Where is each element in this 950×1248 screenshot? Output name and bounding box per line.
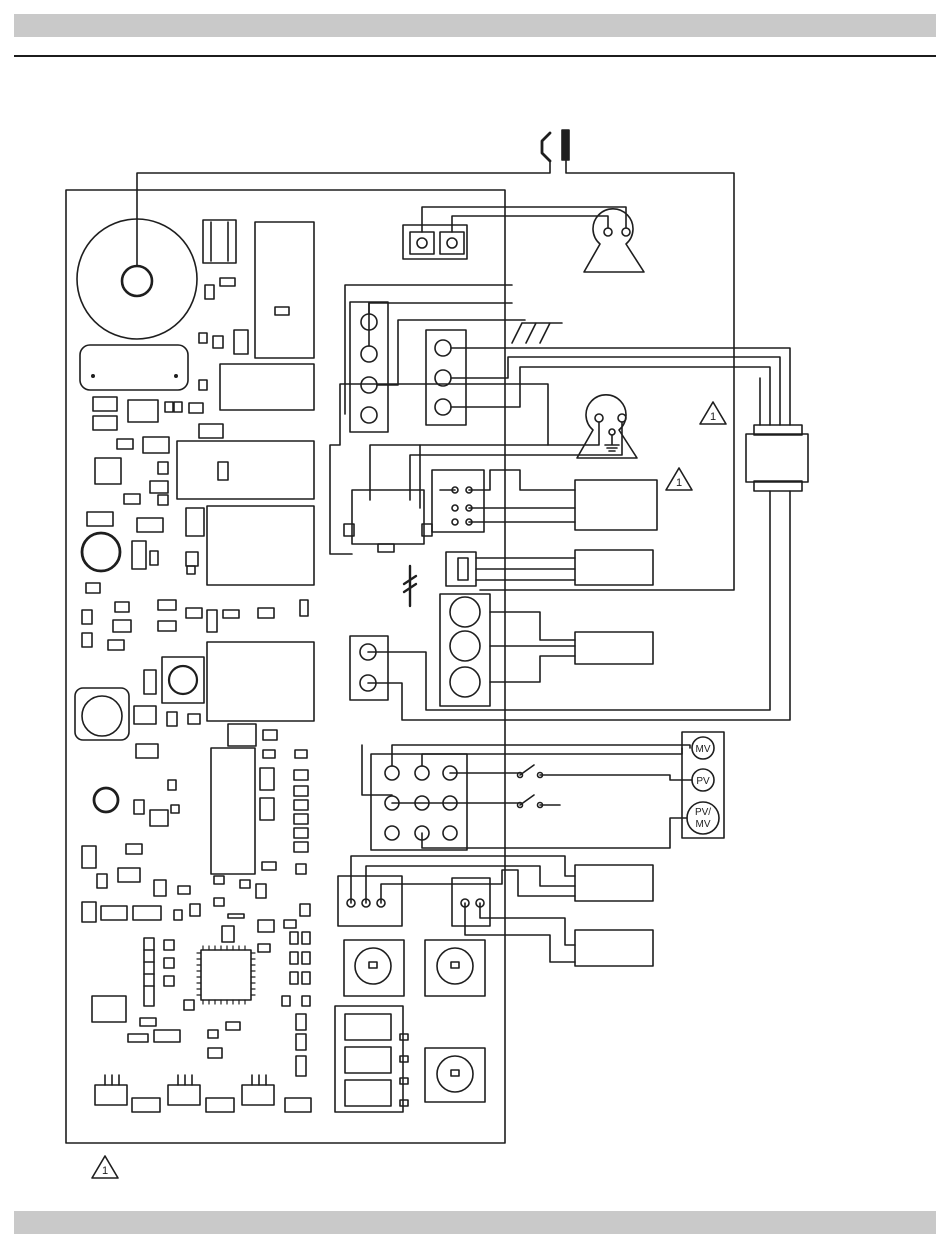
relay-k6 xyxy=(207,642,314,721)
triac-3 xyxy=(242,1085,274,1105)
relay-k2 xyxy=(255,222,314,358)
device-box-3 xyxy=(575,632,653,664)
fuse-symbol xyxy=(404,566,416,606)
capacitor-c1 xyxy=(82,533,120,571)
warning-number-1: 1 xyxy=(710,411,716,423)
board-outline xyxy=(66,190,505,1143)
warning-number-2: 1 xyxy=(676,477,682,489)
harness-connector xyxy=(746,434,808,482)
device-box-1 xyxy=(575,480,657,530)
microcontroller xyxy=(201,950,251,1000)
label-pv: PV xyxy=(696,776,710,787)
board-connectors xyxy=(338,225,490,926)
relay-k4 xyxy=(177,441,314,499)
relay-k5 xyxy=(207,506,314,585)
transformer-core xyxy=(122,266,152,296)
external-components: 1 1 1 MV PV PV/ MV xyxy=(92,130,808,1178)
relay-k1 xyxy=(203,220,236,263)
ic-strip xyxy=(211,748,255,874)
footer-band xyxy=(14,1211,936,1234)
terminal-block xyxy=(440,594,490,706)
triac-1 xyxy=(95,1085,127,1105)
legend-number: 1 xyxy=(102,1165,108,1177)
label-mv: MV xyxy=(696,744,711,755)
device-box-5 xyxy=(575,930,653,966)
control-board xyxy=(66,190,505,1143)
motor-top xyxy=(584,209,644,272)
device-box-2 xyxy=(575,550,653,585)
power-plug xyxy=(542,133,550,161)
triac-2 xyxy=(168,1085,200,1105)
device-box-4 xyxy=(575,865,653,901)
connector-3pin-small xyxy=(446,552,476,586)
ground-symbol xyxy=(512,323,562,343)
connector-molex xyxy=(352,490,424,544)
label-pvmv-top: PV/ xyxy=(695,807,711,818)
label-pvmv-bottom: MV xyxy=(696,819,711,830)
relay-k3 xyxy=(220,364,314,410)
regulator xyxy=(92,996,126,1022)
fuse-holder xyxy=(80,345,188,390)
